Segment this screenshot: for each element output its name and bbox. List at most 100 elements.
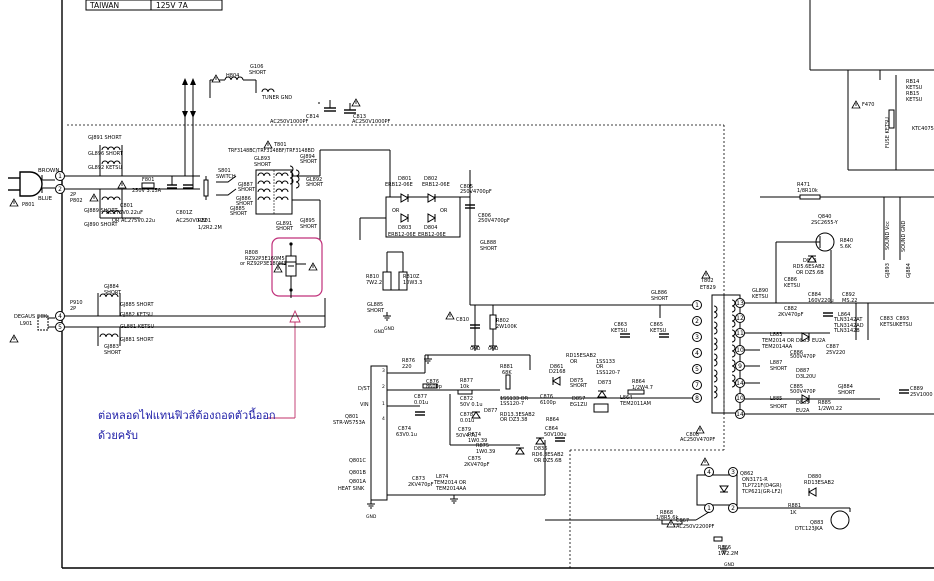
label-t801_val: TRF3148BC/TRF3148BF/TRF3148BD: [227, 148, 315, 154]
inductor-coil: [99, 293, 119, 298]
label-l887: L887: [770, 360, 782, 366]
label-qa3: 3: [731, 469, 735, 476]
label-degaus: DEGAUS COIL: [14, 314, 49, 320]
inductor-coil: [731, 329, 736, 343]
label-gj885_short: SHORT: [230, 211, 248, 217]
label-c873_val: 2KV470pF: [408, 482, 434, 488]
label-gnd3: GND: [374, 329, 385, 335]
label-gl892b: GL892: [306, 177, 322, 183]
label-q883: Q883: [810, 520, 823, 526]
label-q840_val: 2SC2655-Y: [811, 220, 839, 226]
label-t14: 14: [736, 380, 744, 387]
label-l864r: L864: [838, 312, 850, 318]
diode-icon: [807, 487, 817, 497]
label-gj884_short: SHORT: [104, 290, 122, 296]
inductor-coil: [731, 314, 736, 328]
label-g106_short: SHORT: [249, 70, 267, 76]
label-d873: D873: [598, 380, 611, 386]
inductor-coil: [224, 76, 244, 81]
label-c883: C883: [880, 316, 893, 322]
label-d880: D880: [808, 474, 821, 480]
label-gj890: GJ890 SHORT: [84, 222, 118, 228]
label-t802: T802: [700, 278, 714, 284]
label-c886b_val: KETSU: [784, 283, 801, 289]
label-n2: 2: [58, 186, 62, 193]
pin-terminal: [692, 364, 702, 374]
label-gj885r: GJ885 SHORT: [120, 302, 154, 308]
label-rd15_or: OR: [570, 359, 578, 365]
inductor-coil: [713, 305, 718, 319]
label-n5: 5: [58, 324, 62, 331]
label-gj895: GJ895: [300, 218, 315, 224]
label-c813: C813: [353, 114, 366, 120]
label-l864_val: TEM2011AM: [619, 401, 651, 407]
title-table-cell-1: 125V 7A: [156, 1, 189, 10]
label-r875_val: 1W0.39: [476, 449, 495, 455]
r471-resistor: [799, 194, 821, 200]
label-c876b_val: 6100p: [540, 400, 556, 406]
label-gnd5: GND: [488, 346, 499, 352]
label-g106: G106: [250, 64, 263, 70]
label-r810: R810: [366, 274, 379, 280]
label-c877_val: 0.01u: [414, 400, 428, 406]
pin-terminal: [735, 345, 745, 355]
label-pin_drain: D/ST: [358, 386, 371, 392]
inductor-coil: [731, 299, 736, 313]
label-t9: 9: [738, 363, 742, 370]
inductor-coil: [731, 374, 736, 388]
label-gj884b_short: SHORT: [838, 390, 856, 396]
label-p801: P801: [22, 202, 35, 208]
ic-q801-body: [370, 365, 388, 501]
label-d804_val: ERB12-06E: [418, 232, 446, 238]
ac-plug-icon: [19, 171, 43, 197]
label-c867_val: AC250V2200PF: [676, 524, 715, 530]
r881-resistor: [505, 374, 511, 390]
label-c813_val: AC250V1000PF: [352, 119, 391, 125]
label-r866_val: 1W2.2M: [718, 551, 738, 557]
label-q862_val: ON3171-R: [742, 477, 768, 483]
pin-terminal: [735, 393, 745, 403]
inductor-coil: [295, 169, 300, 189]
label-gl892b_short: SHORT: [306, 182, 324, 188]
label-pin1: 1: [382, 401, 385, 407]
label-l874_val2: TEM2014AA: [435, 486, 467, 492]
label-gj881: GJ881 SHORT: [120, 337, 154, 343]
label-q801_val: STR-W5753A: [333, 420, 366, 426]
diode-icon: [535, 437, 545, 445]
label-d877: D877: [484, 408, 497, 414]
label-q862: Q862: [740, 471, 753, 477]
label-p910_sub: 2P: [70, 306, 76, 312]
arrow-down-icon: [182, 111, 188, 118]
label-r471: R471: [797, 182, 810, 188]
inductor-coil: [99, 333, 119, 338]
label-c887: C887: [826, 344, 839, 350]
bridge-rectifier-box: [385, 196, 461, 238]
label-s801: S801: [218, 168, 231, 174]
label-gnd4: GND: [470, 346, 481, 352]
inductor-coil: [101, 160, 121, 165]
label-pin3: 3: [382, 368, 385, 374]
photocoupler-q862: [696, 474, 738, 506]
label-rd15: RD15ESAB2: [566, 353, 596, 359]
inductor-coil: [731, 359, 736, 373]
label-c872_val: 50V 0.1u: [460, 402, 483, 408]
label-r808_val: RZ92P3E160M5: [245, 256, 285, 262]
q883-transistor: [830, 510, 850, 530]
label-t12: 12: [736, 315, 744, 322]
label-c810: C810: [456, 317, 469, 323]
label-qa2: 2: [731, 505, 735, 512]
label-qa1: 1: [707, 505, 711, 512]
label-c874_val: 63V0.1u: [396, 432, 417, 438]
label-r864_val: 1/2W4.7: [632, 385, 653, 391]
label-l874: L874: [436, 474, 448, 480]
label-q840: Q840: [818, 214, 831, 220]
label-qa4: 4: [707, 469, 711, 476]
label-r810z_val: 10W3.3: [403, 280, 422, 286]
r864-resistor: [627, 389, 645, 395]
label-t5: 5: [695, 366, 699, 373]
label-r808_or: or RZ92P3E180M3: [240, 261, 286, 267]
label-f801_val: 250V 3.15A: [132, 188, 162, 194]
label-r881b_val: 1K: [790, 510, 797, 516]
label-r876: R876: [402, 358, 415, 364]
label-rb15_val: KETSU: [906, 97, 923, 103]
